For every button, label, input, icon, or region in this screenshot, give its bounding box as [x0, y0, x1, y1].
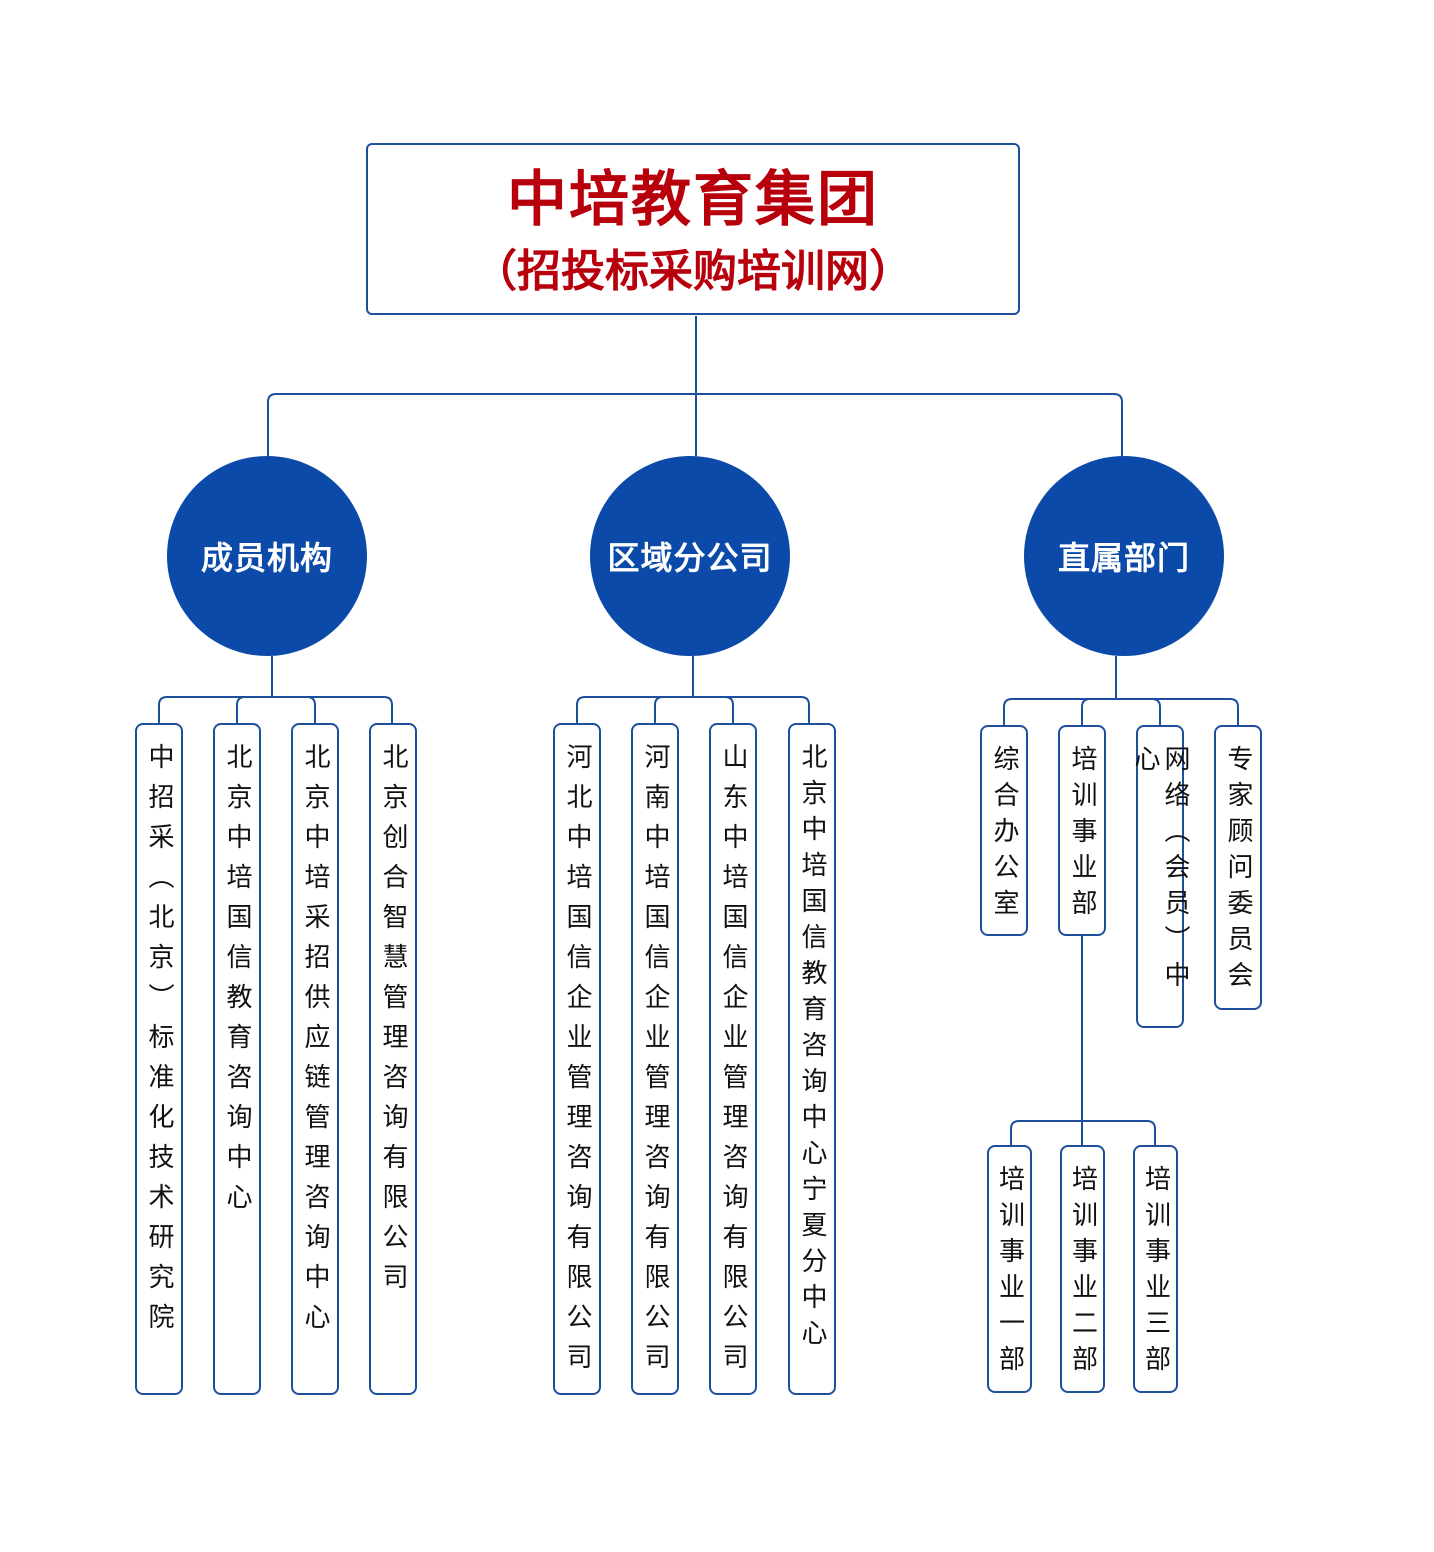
connector-line	[576, 696, 810, 723]
org-node: 北京中培国信教育咨询中心	[213, 723, 261, 1395]
org-node-label: 北京创合智慧管理咨询有限公司	[378, 743, 408, 1303]
org-node: 河南中培国信企业管理咨询有限公司	[631, 723, 679, 1395]
org-node-label: 河北中培国信企业管理咨询有限公司	[562, 743, 592, 1383]
org-node-label: 专家顾问委员会	[1223, 745, 1253, 997]
org-node: 培训事业部	[1058, 725, 1106, 936]
org-node-label: 培训事业二部	[1067, 1165, 1098, 1381]
org-node: 网络（会员）中心	[1130, 725, 1190, 1028]
org-node: 山东中培国信企业管理咨询有限公司	[709, 723, 757, 1395]
org-node-label: 北京中培采招供应链管理咨询中心	[300, 743, 330, 1343]
connector-line	[724, 696, 734, 723]
org-node: 北京创合智慧管理咨询有限公司	[369, 723, 417, 1395]
connector-line	[1151, 698, 1161, 725]
org-node-label: 培训事业部	[1067, 745, 1097, 925]
org-node: 培训事业二部	[1060, 1145, 1105, 1393]
branch-member-institutions: 成员机构	[167, 456, 367, 656]
connector-line	[267, 393, 1123, 456]
org-node-label: 培训事业一部	[994, 1165, 1025, 1381]
connector-line	[654, 696, 664, 723]
org-node: 专家顾问委员会	[1214, 725, 1262, 1010]
org-node: 北京中培采招供应链管理咨询中心	[291, 723, 339, 1395]
connector-line	[236, 696, 246, 723]
branch-direct-departments: 直属部门	[1024, 456, 1224, 656]
org-node: 中招采（北京）标准化技术研究院	[135, 723, 183, 1395]
connector-line	[158, 696, 393, 723]
connector-line	[1081, 698, 1091, 725]
connector-line	[306, 696, 316, 723]
root-title: 中培教育集团	[507, 165, 879, 235]
org-node-label: 培训事业三部	[1140, 1165, 1171, 1381]
org-node: 培训事业三部	[1133, 1145, 1178, 1393]
org-node-label: 北京中培国信教育咨询中心宁夏分中心	[797, 743, 827, 1355]
org-node: 综合办公室	[980, 725, 1028, 936]
org-node: 北京中培国信教育咨询中心宁夏分中心	[788, 723, 836, 1395]
root-node: 中培教育集团 （招投标采购培训网）	[366, 143, 1020, 315]
connector-line	[1003, 698, 1239, 725]
root-subtitle: （招投标采购培训网）	[473, 246, 913, 297]
org-node: 培训事业一部	[987, 1145, 1032, 1393]
branch-regional-branches: 区域分公司	[590, 456, 790, 656]
org-node-label: 网络（会员）中心	[1130, 745, 1190, 997]
org-node-label: 中招采（北京）标准化技术研究院	[144, 743, 174, 1343]
org-node-label: 山东中培国信企业管理咨询有限公司	[718, 743, 748, 1383]
org-node: 河北中培国信企业管理咨询有限公司	[553, 723, 601, 1395]
org-node-label: 河南中培国信企业管理咨询有限公司	[640, 743, 670, 1383]
org-node-label: 北京中培国信教育咨询中心	[222, 743, 252, 1223]
org-node-label: 综合办公室	[989, 745, 1019, 925]
